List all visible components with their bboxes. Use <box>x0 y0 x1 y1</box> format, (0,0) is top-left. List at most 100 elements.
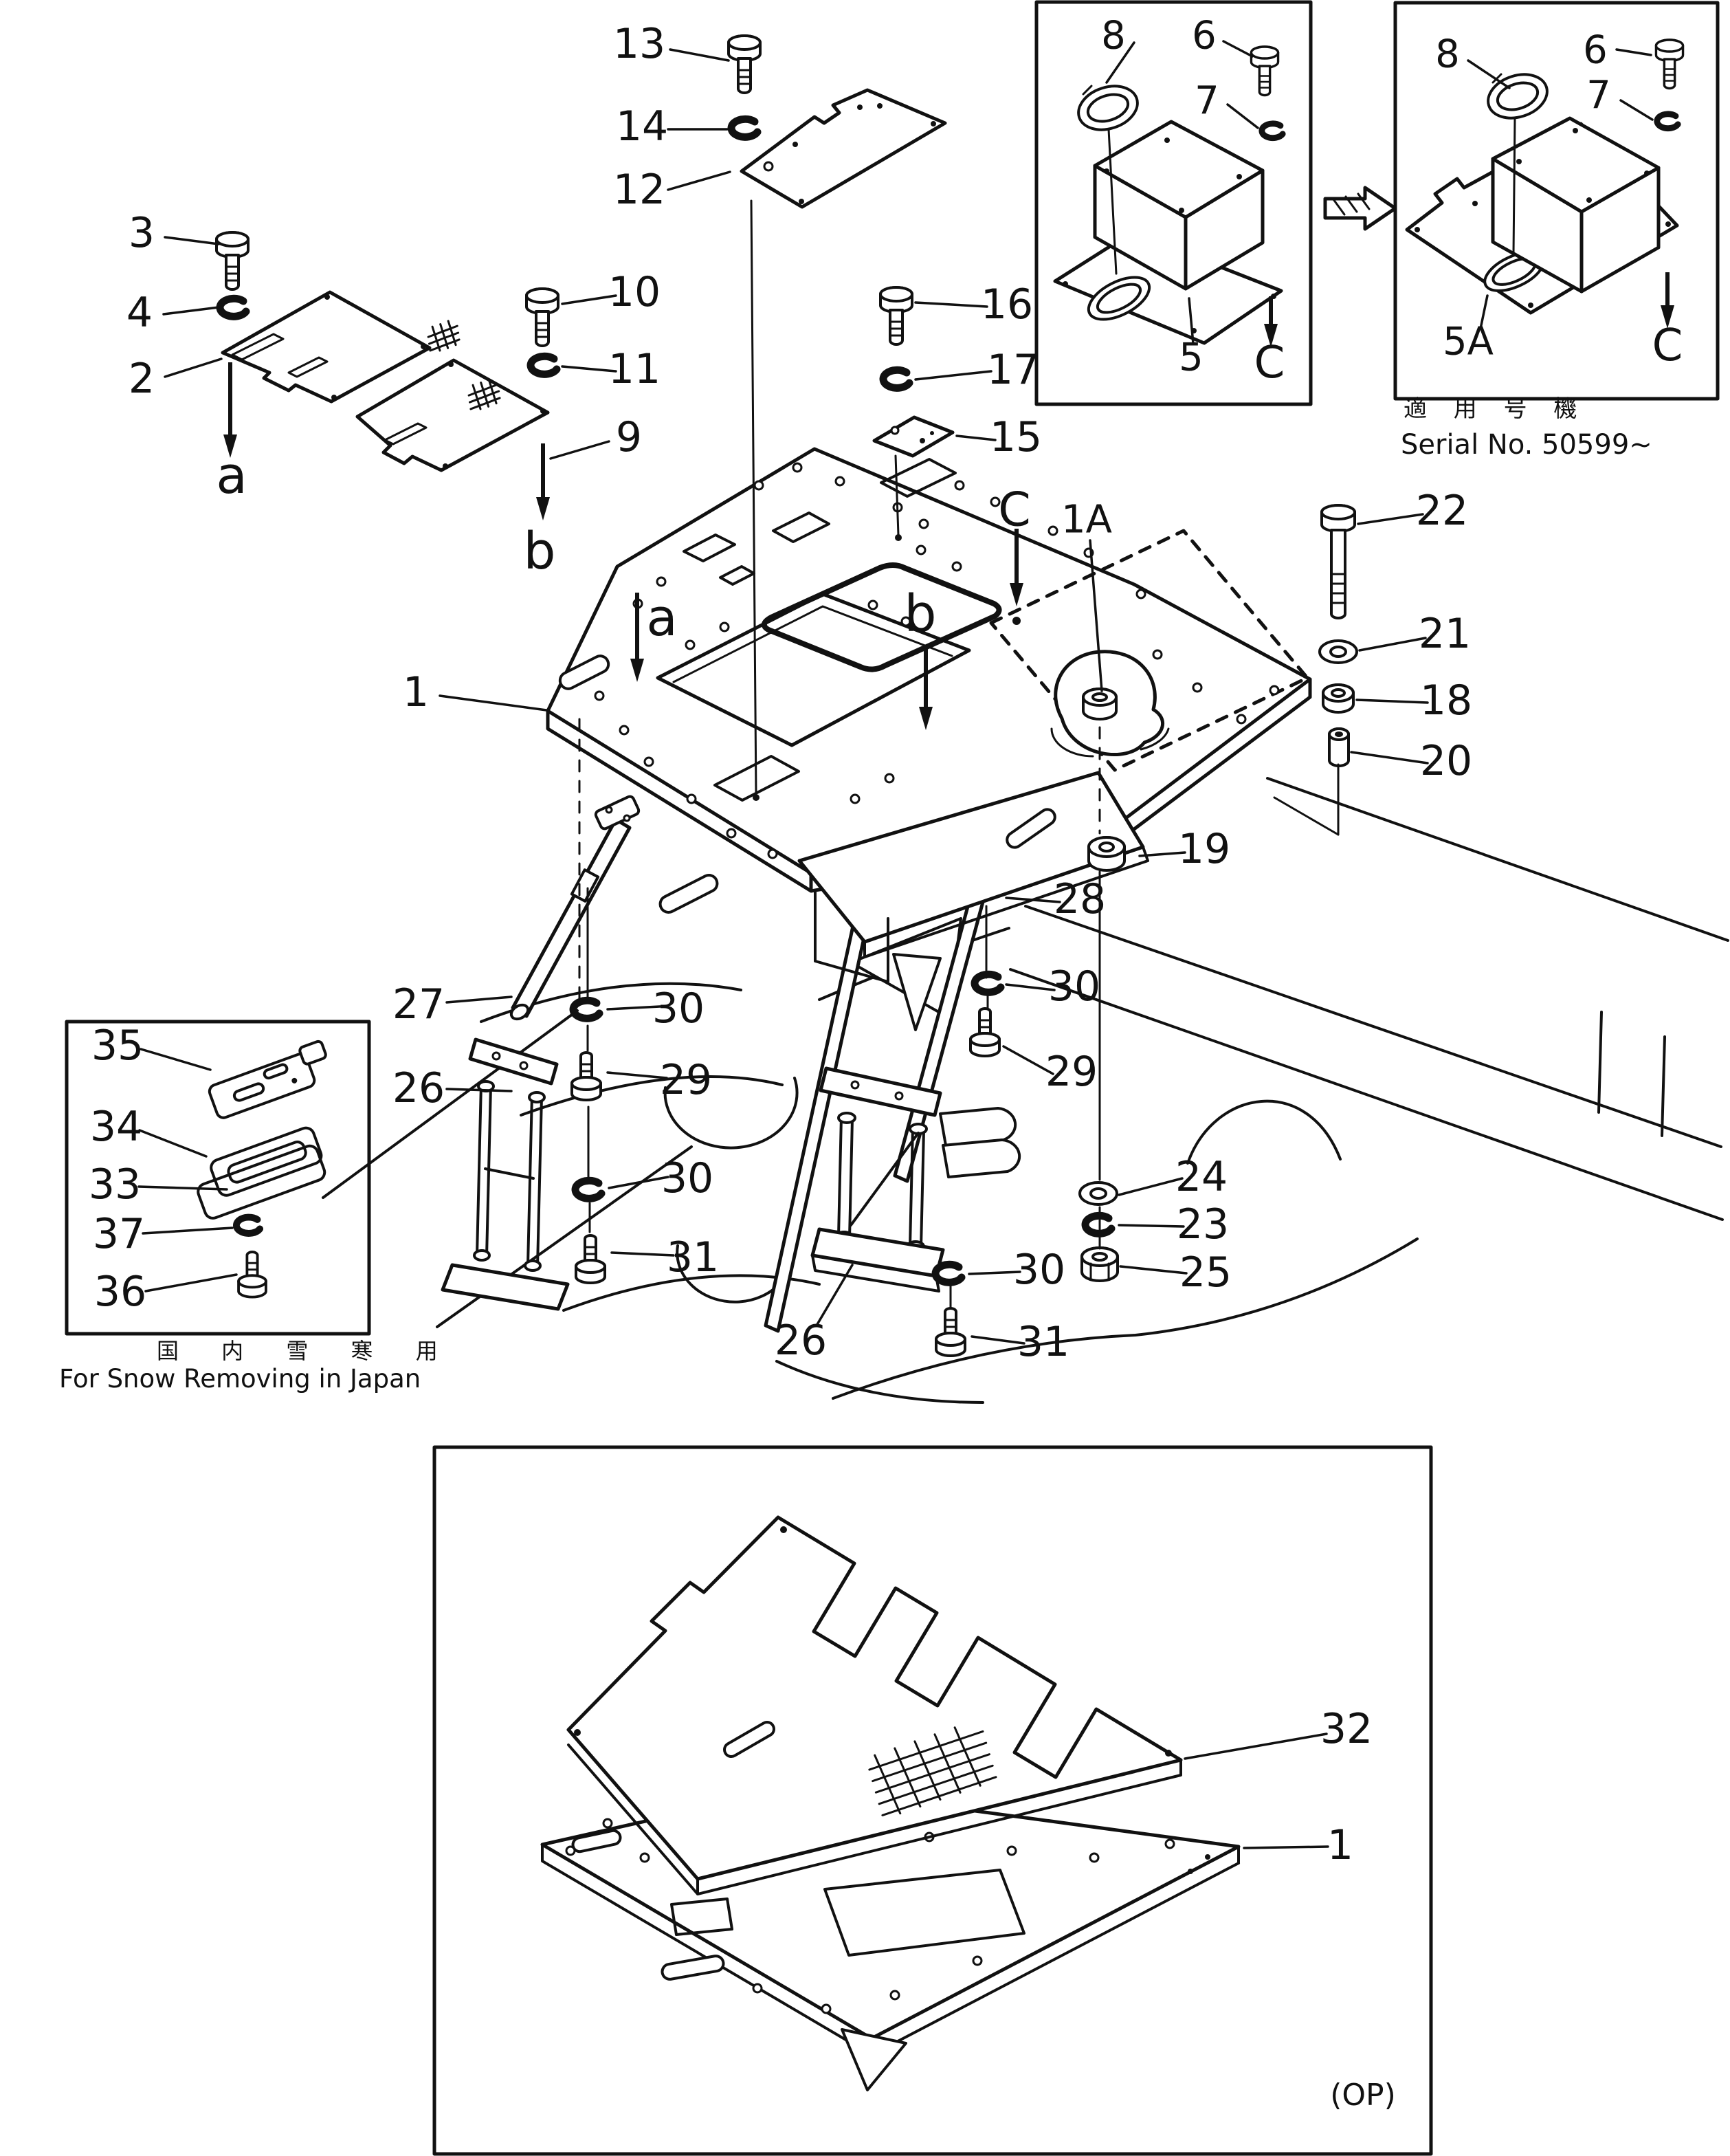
spring-washer-icon <box>731 119 757 137</box>
line-art <box>322 1009 579 1199</box>
line-art <box>1047 525 1058 536</box>
line-art <box>752 1983 763 1994</box>
line-art <box>723 1721 775 1758</box>
callout-36: 36 <box>94 1268 146 1316</box>
reference-dots <box>753 534 1021 801</box>
line-art <box>570 868 600 903</box>
spring-washer-icon <box>531 356 557 374</box>
plate-15 <box>872 415 955 458</box>
callout-7: 7 <box>1586 74 1611 118</box>
callout-31: 31 <box>667 1233 719 1282</box>
line-art <box>656 576 667 587</box>
line-art <box>1332 192 1371 216</box>
leader-line <box>1105 41 1135 84</box>
leader-line <box>1615 48 1652 56</box>
bolt-icon <box>215 231 249 291</box>
line-art <box>811 1254 940 1292</box>
bolt-icon <box>969 1007 1001 1057</box>
line-art <box>740 88 947 209</box>
line-art <box>918 518 929 529</box>
line-art <box>920 438 925 443</box>
line-art <box>221 290 432 404</box>
callout-30: 30 <box>661 1154 713 1202</box>
line-art <box>1024 905 1722 1148</box>
plate-holes <box>594 462 1280 859</box>
line-art <box>291 1077 298 1084</box>
line-art <box>821 2003 832 2014</box>
line-art <box>208 1040 327 1119</box>
line-art <box>473 1249 491 1262</box>
callout-10: 10 <box>608 268 661 316</box>
line-art <box>726 828 737 839</box>
line-art <box>819 1066 942 1117</box>
callout-6: 6 <box>1192 14 1217 58</box>
leader-line <box>1222 40 1254 58</box>
section-arrows <box>223 272 1674 730</box>
line-art <box>658 874 719 914</box>
line-art <box>850 1080 860 1090</box>
line-art <box>298 1040 327 1066</box>
leader-line <box>1005 896 1061 903</box>
line-art <box>767 848 778 859</box>
construction-line <box>1107 128 1118 275</box>
callout-b: b <box>524 522 556 581</box>
leader-line <box>142 1226 234 1235</box>
line-art <box>834 476 845 487</box>
line-art <box>1053 230 1283 345</box>
line-art <box>197 1144 326 1220</box>
line-art <box>232 1082 265 1102</box>
line-art <box>1323 186 1397 231</box>
snow-kit-box: 国 内 雪 寒 用 For Snow Removing in Japan <box>59 1020 438 1394</box>
line-art <box>1586 197 1592 203</box>
callout-25: 25 <box>1179 1248 1232 1297</box>
line-art <box>990 496 1001 507</box>
line-art <box>683 458 957 802</box>
leader-line <box>914 370 992 381</box>
construction-line <box>750 199 757 796</box>
callout-1: 1 <box>403 668 429 716</box>
callout-12: 12 <box>613 166 665 214</box>
leader-line <box>561 294 617 305</box>
leader-line <box>1243 1845 1329 1849</box>
leader-line <box>667 170 731 191</box>
line-art <box>763 161 774 172</box>
line-art <box>594 795 641 830</box>
line-art <box>972 1955 983 1966</box>
line-art <box>1186 1099 1342 1165</box>
callout-22: 22 <box>1416 487 1468 535</box>
line-art <box>519 1061 529 1070</box>
callout-8: 8 <box>1101 14 1126 58</box>
callout-6: 6 <box>1583 28 1608 73</box>
line-art <box>890 426 900 435</box>
leader-line <box>144 1273 238 1292</box>
line-art <box>900 616 911 627</box>
line-art <box>1093 120 1265 219</box>
callout-30: 30 <box>1013 1246 1065 1294</box>
callout-11: 11 <box>608 345 661 393</box>
line-art <box>792 462 803 473</box>
callout-30: 30 <box>652 984 705 1033</box>
bolt-icon <box>935 1307 966 1357</box>
callout-23: 23 <box>1177 1200 1229 1248</box>
callout-13: 13 <box>613 20 665 68</box>
leader-line <box>1619 99 1654 121</box>
callout-1A: 1A <box>1061 498 1112 542</box>
callout-5: 5 <box>1179 336 1204 380</box>
callout-7: 7 <box>1195 79 1219 124</box>
flat-washer-icon <box>1078 1181 1118 1206</box>
flat-washer-icon <box>1318 639 1358 664</box>
line-art <box>837 1112 856 1124</box>
line-art <box>441 1263 570 1311</box>
line-art <box>1266 777 1729 942</box>
line-art <box>670 1869 1025 1957</box>
construction-line <box>1273 796 1340 836</box>
leader-line <box>610 1251 675 1257</box>
line-art <box>1205 1854 1210 1860</box>
line-art <box>872 415 955 458</box>
leader-line <box>439 694 548 712</box>
line-art <box>643 756 654 767</box>
line-art <box>814 891 889 983</box>
leader-line <box>164 236 220 245</box>
line-art <box>558 654 610 690</box>
line-art <box>566 1515 1183 1881</box>
